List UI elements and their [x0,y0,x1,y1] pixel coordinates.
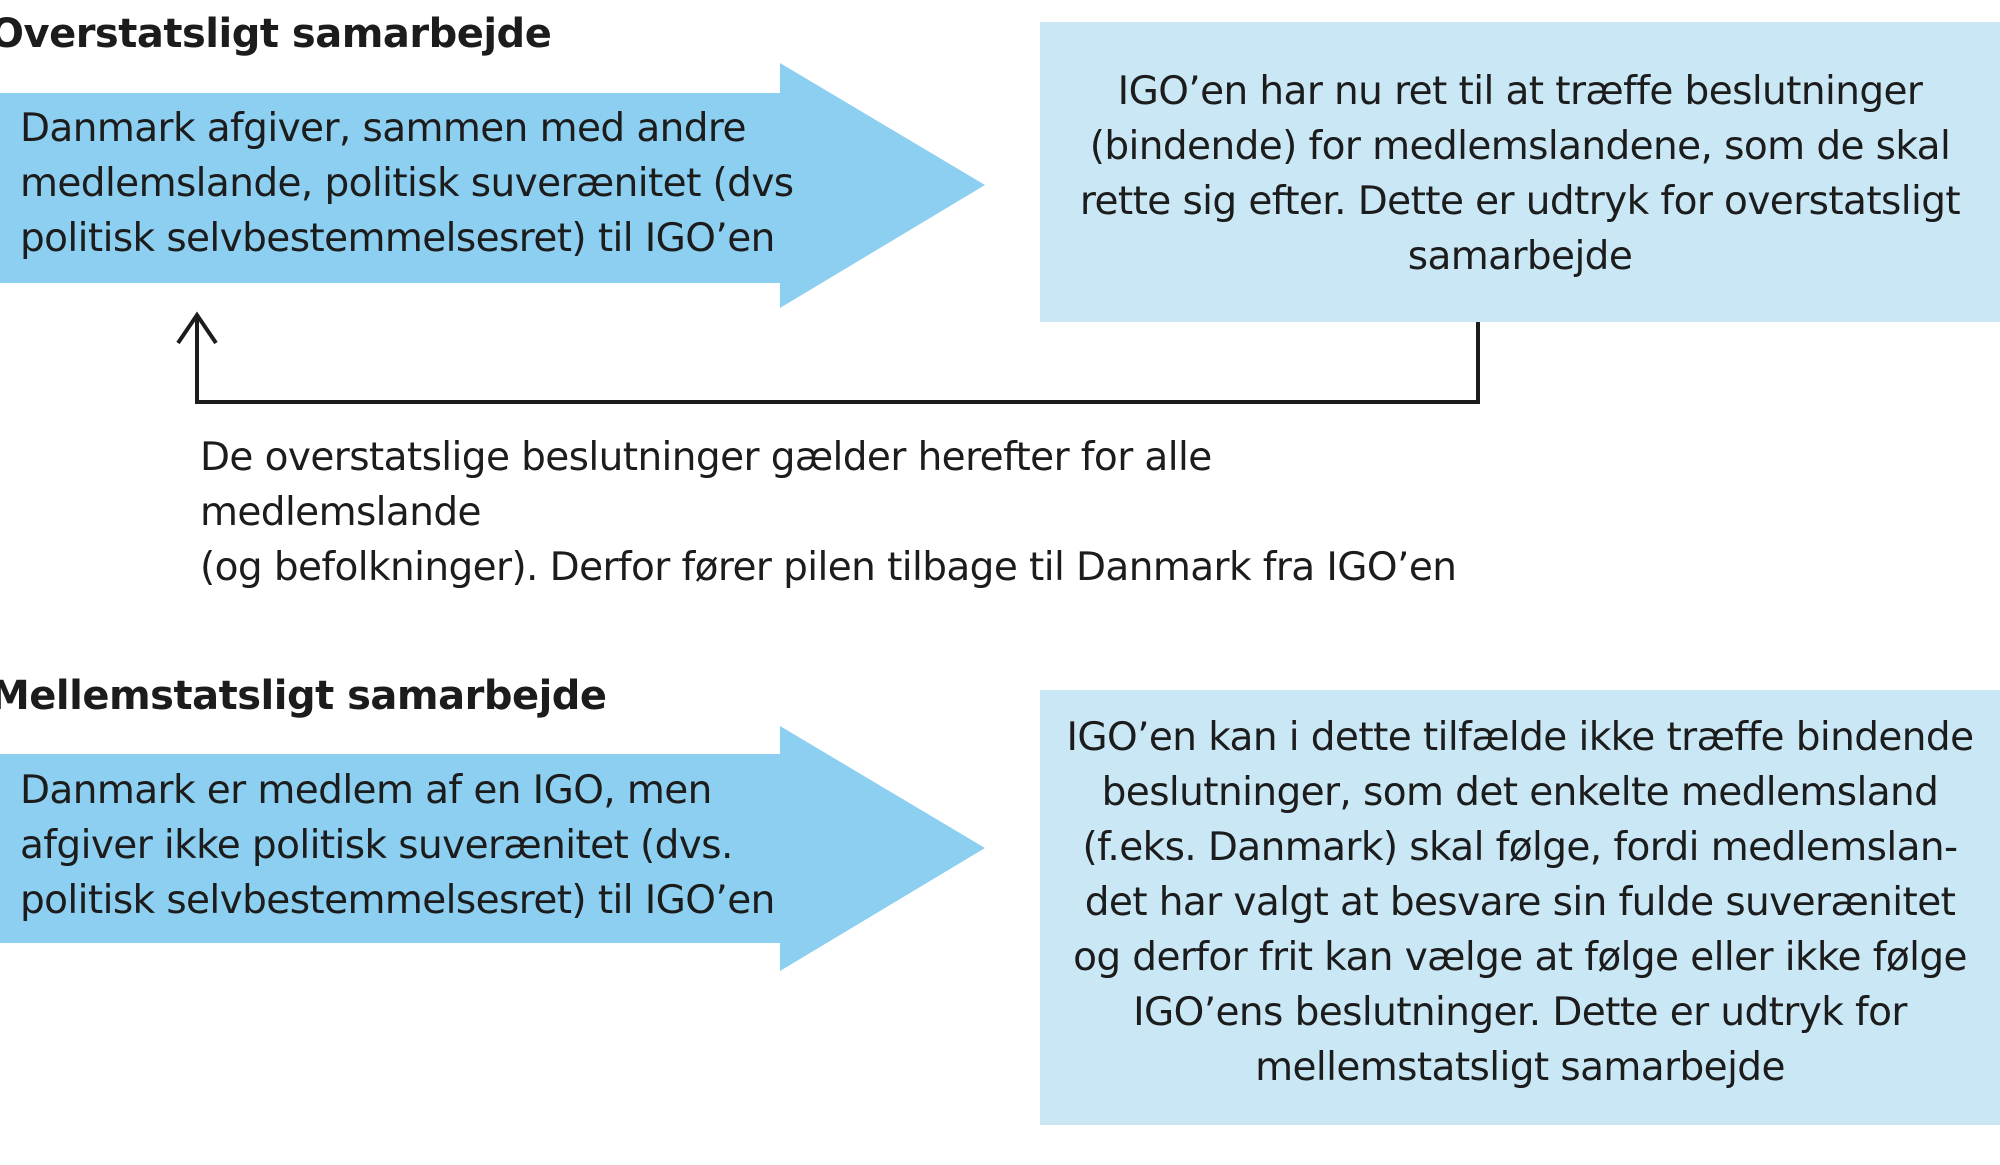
heading-overstatsligt-samarbejde: Overstatsligt samarbejde [0,11,552,57]
result-box-mellemstatsligt [1040,690,2000,1125]
result-text-mellemstatsligt: IGO’en kan i dette tilfælde ikke træffe … [1066,715,1975,1090]
block-arrow-overstatsligt [0,63,985,308]
feedback-note: De overstatslige beslutninger gælder her… [200,435,1457,590]
result-box-overstatsligt [1040,22,2000,322]
heading-mellemstatsligt-samarbejde: Mellemstatsligt samarbejde [0,673,607,719]
arrow-text-mellemstatsligt: Danmark er medlem af en IGO, men afgiver… [20,768,775,923]
block-arrow-mellemstatsligt [0,726,985,971]
arrow-text-overstatsligt: Danmark afgiver, sammen med andre medlem… [20,106,794,261]
result-text-overstatsligt: IGO’en har nu ret til at træffe beslutni… [1079,69,1961,279]
